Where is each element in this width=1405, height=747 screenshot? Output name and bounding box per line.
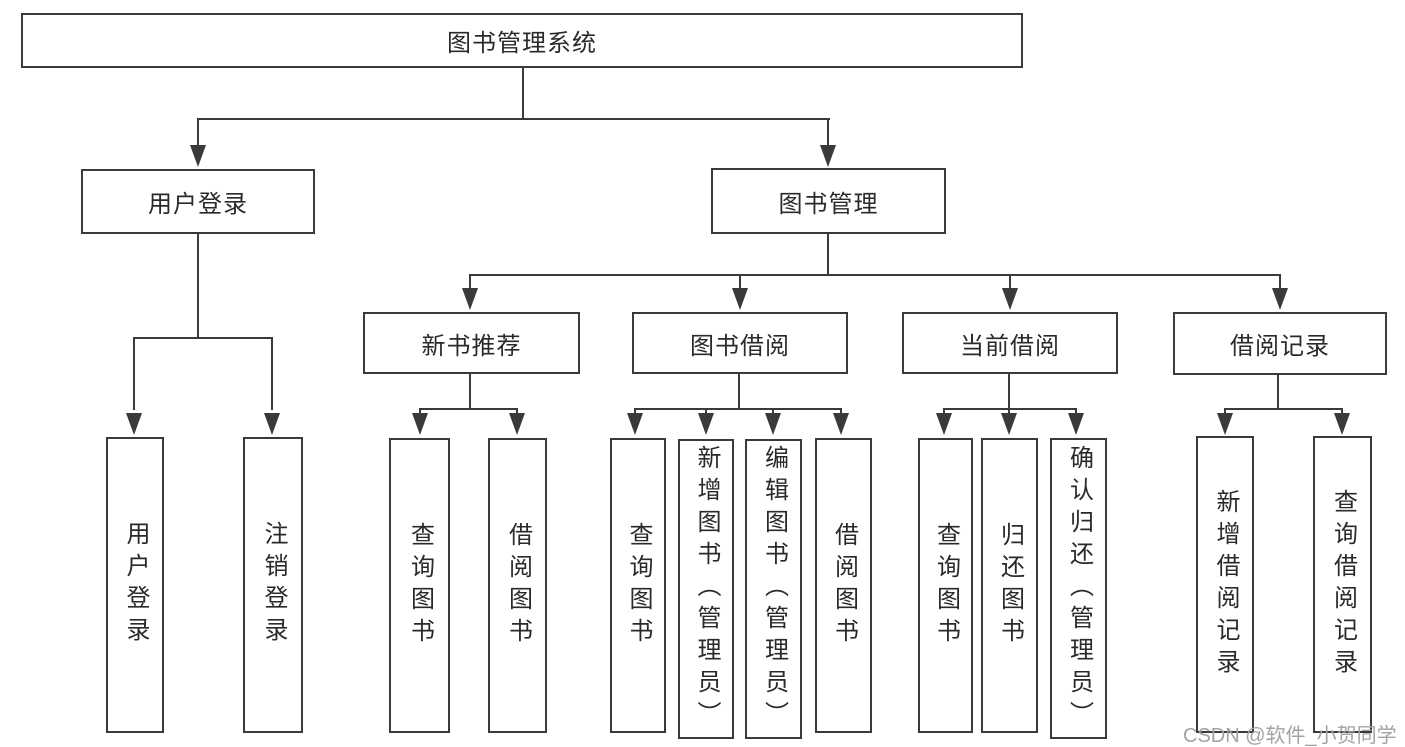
connector-to-borrow-borrow: [840, 408, 842, 415]
connector-to-leaf-user-login: [133, 337, 135, 410]
connector-borrow-records-stem: [1277, 375, 1279, 408]
arrowhead-borrow-edit-icon: [765, 413, 781, 435]
arrowhead-user-login-icon: [190, 145, 206, 167]
arrowhead-records-query-icon: [1334, 413, 1350, 435]
arrowhead-leaf-logout-icon: [264, 413, 280, 435]
node-book-borrowing: 图书借阅: [632, 312, 848, 374]
connector-to-book-borrow: [739, 274, 741, 290]
connector-user-login-stem: [197, 234, 199, 337]
leaf-borrow-edit-books-admin: 编辑图书（管理员）: [745, 439, 802, 739]
connector-to-borrow-add: [705, 408, 707, 415]
connector-to-current-confirm: [1075, 408, 1077, 415]
connector-to-leaf-logout: [271, 337, 273, 410]
connector-new-book-branch: [420, 408, 518, 410]
connector-book-management-stem: [827, 234, 829, 274]
connector-current-borrow-stem: [1008, 374, 1010, 409]
arrowhead-borrow-borrow-icon: [833, 413, 849, 435]
arrowhead-current-query-icon: [936, 413, 952, 435]
connector-to-book-management: [827, 118, 829, 146]
leaf-user-login: 用户登录: [106, 437, 164, 733]
arrowhead-new-book-icon: [462, 288, 478, 310]
connector-level3-branch: [470, 274, 1281, 276]
connector-to-new-book: [469, 274, 471, 290]
leaf-recommend-query-books: 查询图书: [389, 438, 450, 733]
connector-to-records-add: [1224, 408, 1226, 415]
leaf-borrow-query-books: 查询图书: [610, 438, 666, 733]
connector-root-stem: [522, 68, 524, 118]
node-borrowing-records: 借阅记录: [1173, 312, 1387, 375]
connector-borrow-records-branch: [1225, 408, 1343, 410]
connector-to-recommend-borrow: [516, 408, 518, 415]
arrowhead-borrow-add-icon: [698, 413, 714, 435]
connector-current-borrow-branch: [944, 408, 1077, 410]
connector-to-user-login: [197, 118, 199, 146]
leaf-borrow-add-books-admin: 新增图书（管理员）: [678, 439, 734, 739]
leaf-logout: 注销登录: [243, 437, 303, 733]
connector-book-borrow-stem: [738, 374, 740, 408]
node-book-management: 图书管理: [711, 168, 946, 234]
connector-to-current-query: [943, 408, 945, 415]
connector-level1-branch: [198, 118, 830, 120]
arrowhead-recommend-borrow-icon: [509, 413, 525, 435]
arrowhead-borrow-records-icon: [1272, 288, 1288, 310]
node-new-book-recommendation: 新书推荐: [363, 312, 580, 374]
arrowhead-borrow-query-icon: [627, 413, 643, 435]
leaf-records-add-record: 新增借阅记录: [1196, 436, 1254, 733]
connector-to-current-borrow: [1009, 274, 1011, 290]
leaf-current-query-books: 查询图书: [918, 438, 973, 733]
node-current-borrowing: 当前借阅: [902, 312, 1118, 374]
node-library-management-system: 图书管理系统: [21, 13, 1023, 68]
arrowhead-leaf-user-login-icon: [126, 413, 142, 435]
connector-to-current-return: [1008, 408, 1010, 415]
arrowhead-current-return-icon: [1001, 413, 1017, 435]
leaf-current-return-books: 归还图书: [981, 438, 1038, 733]
arrowhead-records-add-icon: [1217, 413, 1233, 435]
connector-to-borrow-query: [634, 408, 636, 415]
arrowhead-current-borrow-icon: [1002, 288, 1018, 310]
arrowhead-book-management-icon: [820, 145, 836, 167]
node-user-login: 用户登录: [81, 169, 315, 234]
leaf-recommend-borrow-books: 借阅图书: [488, 438, 547, 733]
connector-to-borrow-records: [1279, 274, 1281, 290]
connector-to-recommend-query: [419, 408, 421, 415]
connector-user-login-branch: [134, 337, 273, 339]
connector-to-records-query: [1341, 408, 1343, 415]
arrowhead-book-borrow-icon: [732, 288, 748, 310]
leaf-current-confirm-return-admin: 确认归还（管理员）: [1050, 438, 1107, 739]
csdn-watermark: CSDN @软件_小贺同学: [1183, 725, 1397, 747]
connector-book-borrow-branch: [635, 408, 842, 410]
connector-to-borrow-edit: [772, 408, 774, 415]
connector-new-book-stem: [469, 374, 471, 408]
leaf-borrow-borrow-books: 借阅图书: [815, 438, 872, 733]
leaf-records-query-record: 查询借阅记录: [1313, 436, 1372, 733]
arrowhead-current-confirm-icon: [1068, 413, 1084, 435]
arrowhead-recommend-query-icon: [412, 413, 428, 435]
